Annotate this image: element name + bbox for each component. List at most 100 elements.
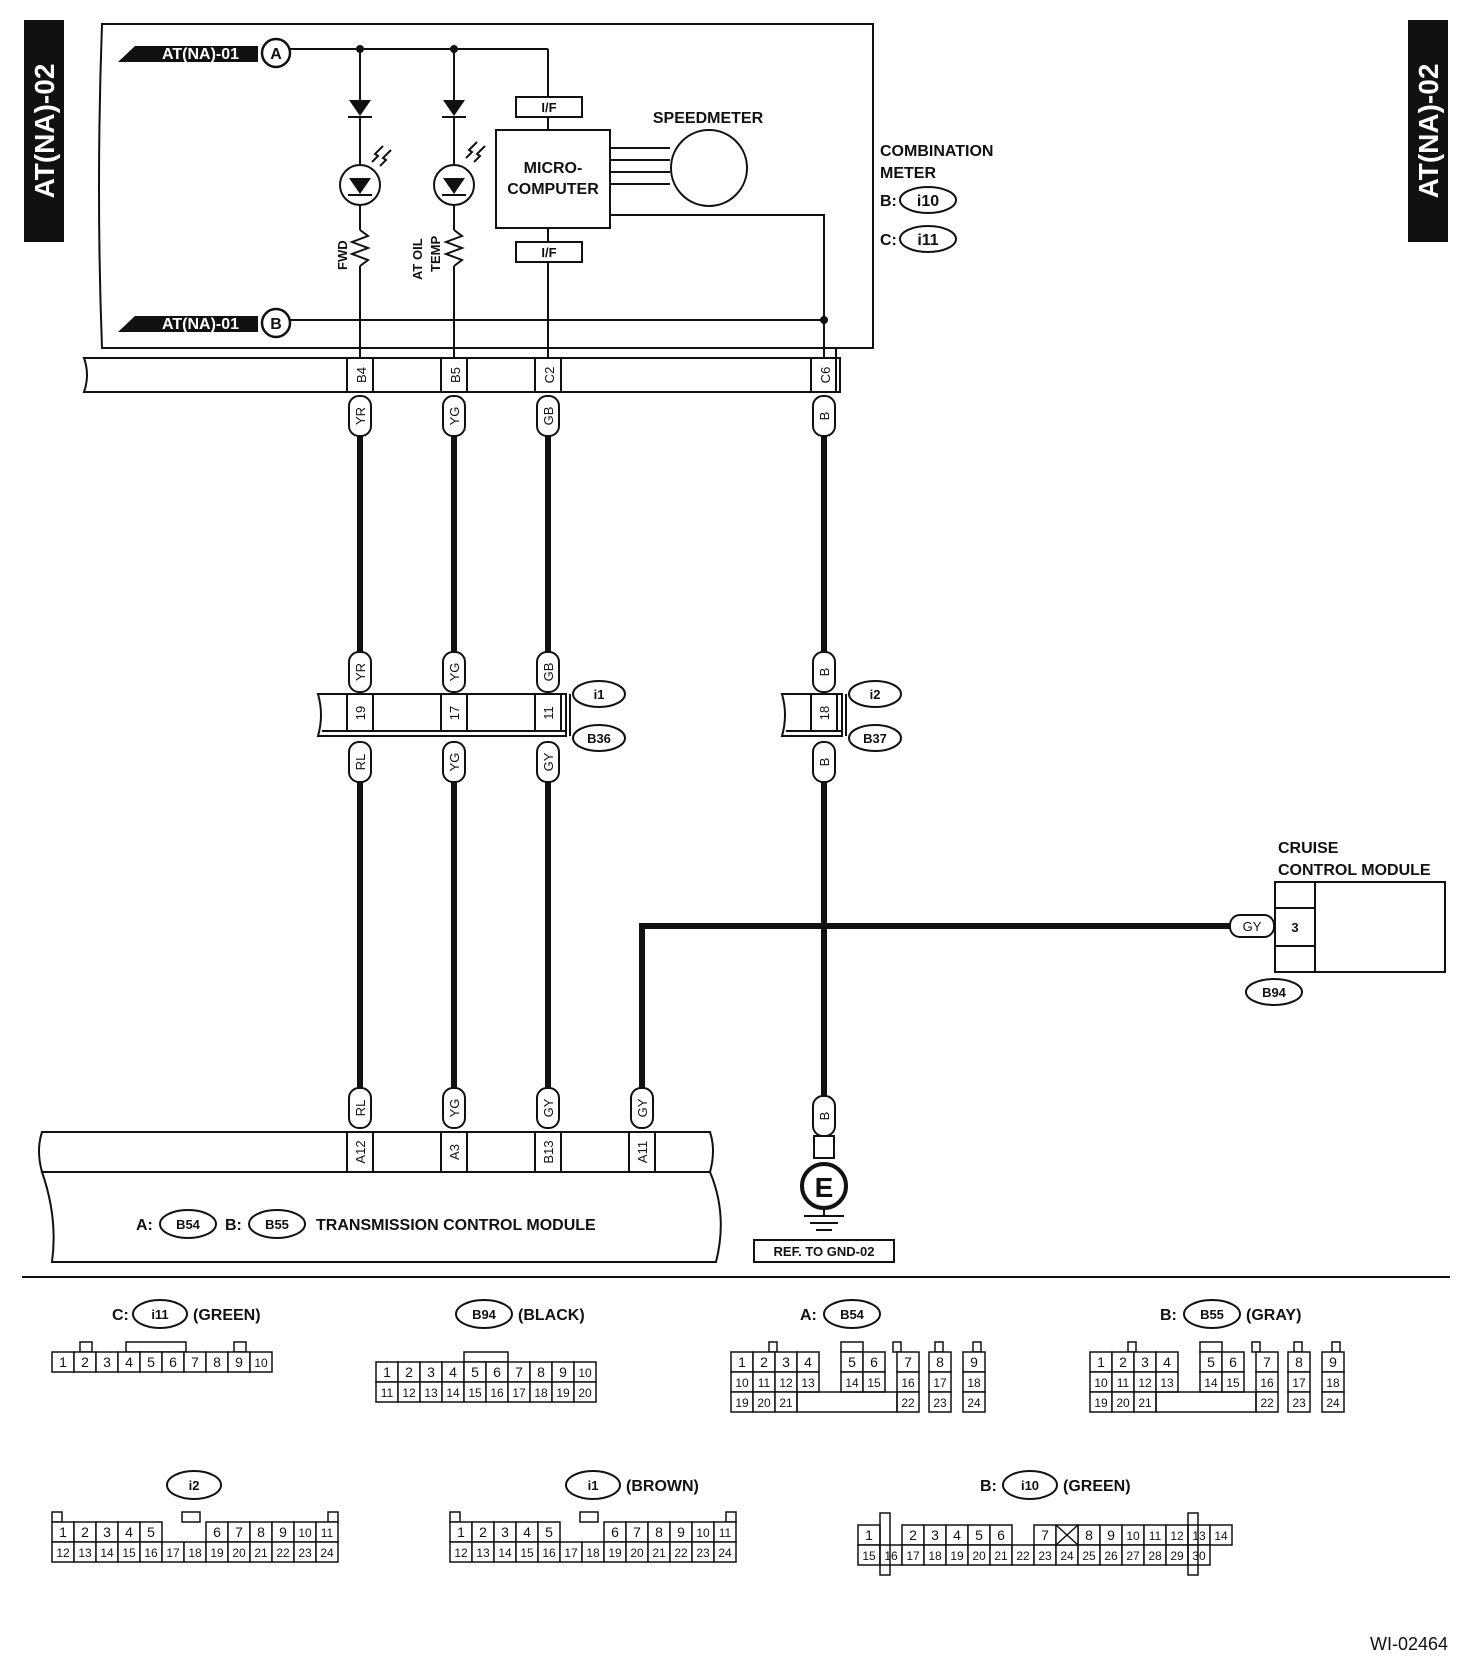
i10-pin-15: 15 [862, 1549, 876, 1563]
b54-pin-16: 16 [901, 1376, 915, 1390]
i1-pin-20: 20 [630, 1546, 644, 1560]
b55-name: B55 [1200, 1307, 1224, 1322]
wire-jl-color-4: B [817, 758, 832, 767]
i10-pin-22: 22 [1016, 1549, 1030, 1563]
wire-jl-color-1: RL [353, 754, 368, 771]
i2-pin-3: 3 [103, 1524, 111, 1540]
ref-arrow-b [118, 316, 258, 332]
i10-pin-3: 3 [931, 1527, 939, 1543]
i1-pin-5: 5 [545, 1524, 553, 1540]
i1-pin-15: 15 [520, 1546, 534, 1560]
b54-pin-14: 14 [845, 1376, 859, 1390]
i10-pin-14: 14 [1214, 1529, 1228, 1543]
b94-color: (BLACK) [518, 1307, 585, 1324]
i11-pin-9: 9 [235, 1354, 243, 1370]
cruise-connector: B94 [1262, 985, 1287, 1000]
i2-pin-20: 20 [232, 1546, 246, 1560]
i2-pin-18: 18 [188, 1546, 202, 1560]
wire-bottom-color-1: RL [353, 1100, 368, 1117]
tcm-conn-a: B54 [176, 1217, 201, 1232]
cruise-control-module: CRUISE CONTROL MODULE 3 GY B94 [1229, 840, 1446, 1006]
wire-ju-color-2: YG [447, 663, 462, 682]
b54-prefix: A: [800, 1307, 817, 1324]
i2-pin-14: 14 [100, 1546, 114, 1560]
b55-pin-20: 20 [1116, 1396, 1130, 1410]
b94-pin-9: 9 [559, 1364, 567, 1380]
i1-pin-3: 3 [501, 1524, 509, 1540]
b94-name: B94 [472, 1307, 497, 1322]
b94-pin-1: 1 [383, 1364, 391, 1380]
b54-pin-5: 5 [848, 1354, 856, 1370]
i10-pin-2: 2 [909, 1527, 917, 1543]
b94-pin-7: 7 [515, 1364, 523, 1380]
b55-pin-6: 6 [1229, 1354, 1237, 1370]
b55-pin-17: 17 [1292, 1376, 1306, 1390]
speedometer-label: SPEEDMETER [653, 110, 764, 127]
b55-pin-19: 19 [1094, 1396, 1108, 1410]
side-tab-right-text: AT(NA)-02 [1413, 64, 1444, 199]
i1-pin-16: 16 [542, 1546, 556, 1560]
b54-pin-2: 2 [760, 1354, 768, 1370]
b55-pin-4: 4 [1163, 1354, 1171, 1370]
b54-pin-1: 1 [738, 1354, 746, 1370]
i11-color: (GREEN) [193, 1307, 261, 1324]
interface-top-label: I/F [541, 100, 556, 115]
i10-prefix: B: [980, 1478, 997, 1495]
i10-pin-17: 17 [906, 1549, 920, 1563]
i2-pin-22: 22 [276, 1546, 290, 1560]
wire-color-labels: YR YG GB B YR YG GB B RL YG GY B [348, 395, 836, 1137]
i2-pin-8: 8 [257, 1524, 265, 1540]
i11-pin-2: 2 [81, 1354, 89, 1370]
i10-pin-5: 5 [975, 1527, 983, 1543]
i1-pin-7: 7 [633, 1524, 641, 1540]
i2-pin-5: 5 [147, 1524, 155, 1540]
b54-pin-6: 6 [870, 1354, 878, 1370]
cruise-wire-color: GY [1243, 919, 1262, 934]
wire-jl-color-2: YG [447, 753, 462, 772]
i11-pin-6: 6 [169, 1354, 177, 1370]
i10-pin-11: 11 [1149, 1529, 1162, 1543]
b54-pin-22: 22 [901, 1396, 915, 1410]
combination-meter-title2: METER [880, 165, 936, 182]
i10-pin-30: 30 [1192, 1549, 1206, 1563]
i2-pin-16: 16 [144, 1546, 158, 1560]
j1-upper-conn: i1 [594, 687, 605, 702]
tcm-pin-b13: B13 [541, 1140, 556, 1163]
b54-pin-11: 11 [758, 1376, 771, 1390]
b55-pin-22: 22 [1260, 1396, 1274, 1410]
i11-pin-10: 10 [254, 1356, 268, 1370]
b54-pin-20: 20 [757, 1396, 771, 1410]
transmission-control-module: A12 A3 B13 A11 A: B54 B: B55 TRANSMISSIO… [38, 1131, 722, 1263]
b54-pin-3: 3 [782, 1354, 790, 1370]
i2-pin-15: 15 [122, 1546, 136, 1560]
b54-pin-4: 4 [804, 1354, 812, 1370]
wire-ju-color-4: B [817, 668, 832, 677]
microcomputer-line1: MICRO- [524, 160, 583, 177]
i1-pin-13: 13 [476, 1546, 490, 1560]
b54-pin-17: 17 [933, 1376, 947, 1390]
i11-pin-5: 5 [147, 1354, 155, 1370]
i1-pin-19: 19 [608, 1546, 622, 1560]
i10-pin-21: 21 [994, 1549, 1008, 1563]
meter-pin-c6: C6 [818, 367, 833, 384]
b55-pin-16: 16 [1260, 1376, 1274, 1390]
b94-pin-16: 16 [490, 1386, 504, 1400]
b54-pin-9: 9 [970, 1354, 978, 1370]
i10-pin-12: 12 [1170, 1529, 1184, 1543]
tcm-conn-b-prefix: B: [225, 1217, 242, 1234]
b55-pin-15: 15 [1226, 1376, 1240, 1390]
i10-pin-13: 13 [1192, 1529, 1206, 1543]
i1-pin-18: 18 [586, 1546, 600, 1560]
i1-pin-6: 6 [611, 1524, 619, 1540]
side-tab-left-text: AT(NA)-02 [29, 64, 60, 199]
microcomputer [495, 129, 611, 229]
i2-pin-7: 7 [235, 1524, 243, 1540]
b55-pin-13: 13 [1160, 1376, 1174, 1390]
tcm-pin-a3: A3 [447, 1144, 462, 1160]
b54-pin-13: 13 [801, 1376, 815, 1390]
b54-pin-8: 8 [936, 1354, 944, 1370]
